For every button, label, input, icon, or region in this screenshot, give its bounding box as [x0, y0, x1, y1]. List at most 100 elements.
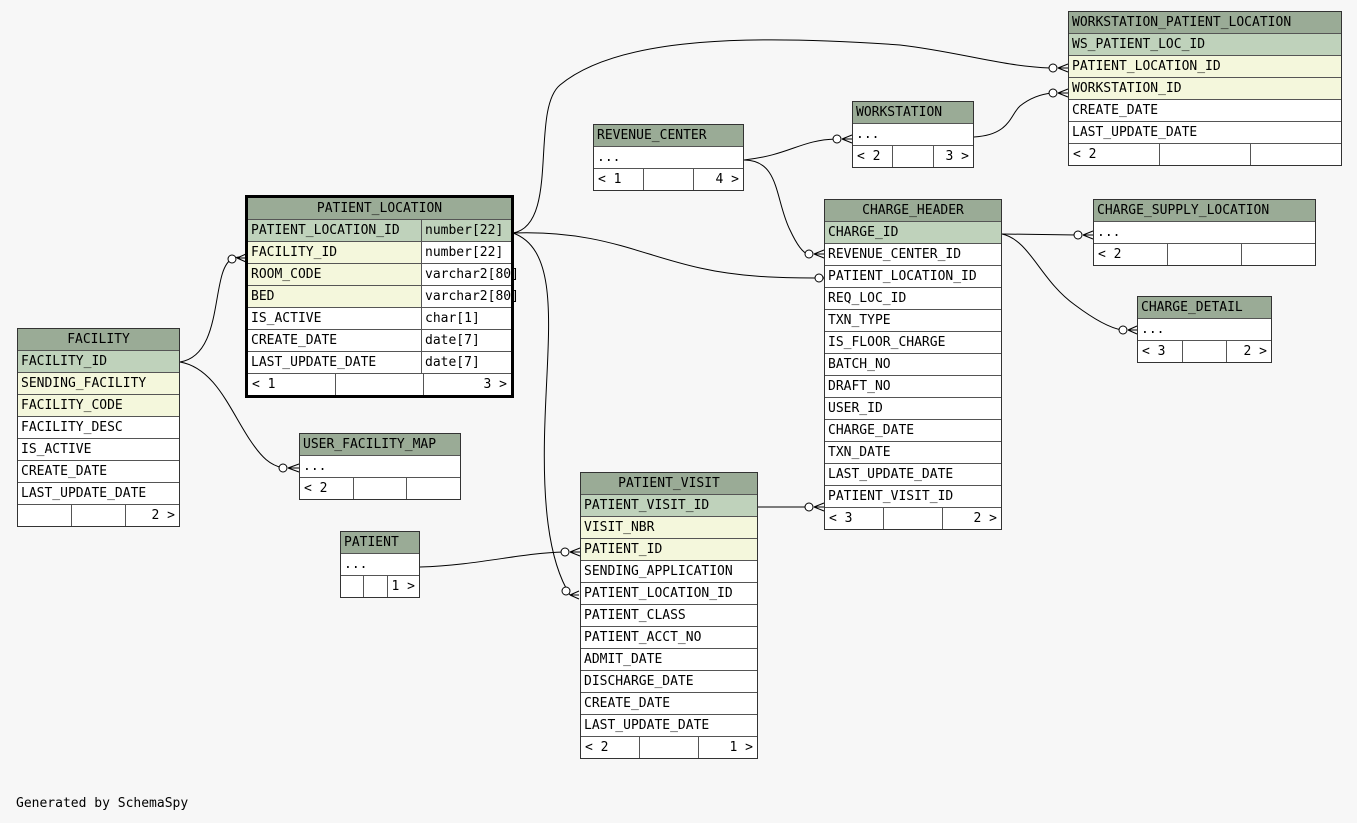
column-row[interactable]: ...: [1094, 222, 1315, 244]
column-row[interactable]: PATIENT_LOCATION_ID: [825, 266, 1001, 288]
parents-count[interactable]: < 2: [1098, 247, 1122, 262]
column-row[interactable]: PATIENT_LOCATION_ID: [1069, 56, 1341, 78]
table-header[interactable]: PATIENT_VISIT: [581, 473, 757, 495]
table-header[interactable]: CHARGE_DETAIL: [1138, 297, 1271, 319]
column-row[interactable]: IS_ACTIVE: [18, 439, 179, 461]
column-row[interactable]: FACILITY_DESC: [18, 417, 179, 439]
column-row[interactable]: CREATE_DATE: [581, 693, 757, 715]
children-count[interactable]: 1 >: [698, 737, 757, 758]
column-row[interactable]: FACILITY_ID: [18, 351, 179, 373]
column-row[interactable]: USER_ID: [825, 398, 1001, 420]
table-header[interactable]: WORKSTATION: [853, 102, 973, 124]
column-row[interactable]: CREATE_DATE: [18, 461, 179, 483]
parents-count[interactable]: < 3: [1142, 344, 1166, 359]
table-user-facility-map[interactable]: USER_FACILITY_MAP ... < 2: [299, 433, 461, 500]
table-header[interactable]: CHARGE_SUPPLY_LOCATION: [1094, 200, 1315, 222]
column-row[interactable]: CHARGE_ID: [825, 222, 1001, 244]
table-header[interactable]: REVENUE_CENTER: [594, 125, 743, 147]
table-charge-header[interactable]: CHARGE_HEADER CHARGE_ID REVENUE_CENTER_I…: [824, 199, 1002, 530]
column-row[interactable]: ...: [1138, 319, 1271, 341]
column-row[interactable]: REVENUE_CENTER_ID: [825, 244, 1001, 266]
column-row[interactable]: REQ_LOC_ID: [825, 288, 1001, 310]
column-row[interactable]: LAST_UPDATE_DATE: [1069, 122, 1341, 144]
column-row[interactable]: ...: [300, 456, 460, 478]
column-row[interactable]: WORKSTATION_ID: [1069, 78, 1341, 100]
children-count[interactable]: 1 >: [386, 576, 419, 597]
column-row[interactable]: CREATE_DATE: [1069, 100, 1341, 122]
footer-spacer: [363, 576, 386, 597]
table-header[interactable]: WORKSTATION_PATIENT_LOCATION: [1069, 12, 1341, 34]
column-row[interactable]: PATIENT_VISIT_ID: [825, 486, 1001, 508]
children-count[interactable]: [406, 478, 460, 499]
table-header[interactable]: USER_FACILITY_MAP: [300, 434, 460, 456]
edge-patient-location-to-charge-header: [512, 232, 816, 279]
column-row[interactable]: ...: [853, 124, 973, 146]
table-header[interactable]: PATIENT_LOCATION: [248, 198, 511, 220]
zero-many-marker: [1118, 325, 1128, 335]
column-row[interactable]: SENDING_FACILITY: [18, 373, 179, 395]
table-workstation[interactable]: WORKSTATION ... < 2 3 >: [852, 101, 974, 168]
column-row[interactable]: PATIENT_LOCATION_ID: [581, 583, 757, 605]
children-count[interactable]: 2 >: [125, 505, 179, 526]
children-count[interactable]: 3 >: [932, 146, 973, 167]
table-header[interactable]: FACILITY: [18, 329, 179, 351]
column-row[interactable]: LAST_UPDATE_DATE: [581, 715, 757, 737]
table-workstation-patient-location[interactable]: WORKSTATION_PATIENT_LOCATION WS_PATIENT_…: [1068, 11, 1342, 166]
column-name: SENDING_APPLICATION: [584, 564, 733, 579]
column-row[interactable]: PATIENT_ACCT_NO: [581, 627, 757, 649]
children-count[interactable]: 2 >: [942, 508, 1001, 529]
table-charge-supply-location[interactable]: CHARGE_SUPPLY_LOCATION ... < 2: [1093, 199, 1316, 266]
parents-count[interactable]: [341, 576, 363, 597]
children-count[interactable]: 2 >: [1226, 341, 1271, 362]
table-patient[interactable]: PATIENT ... 1 >: [340, 531, 420, 598]
column-row[interactable]: ...: [341, 554, 419, 576]
parents-count[interactable]: < 2: [304, 481, 328, 496]
column-row[interactable]: ...: [594, 147, 743, 169]
column-row[interactable]: TXN_TYPE: [825, 310, 1001, 332]
column-row[interactable]: PATIENT_CLASS: [581, 605, 757, 627]
parents-count[interactable]: < 2: [1073, 147, 1097, 162]
table-charge-detail[interactable]: CHARGE_DETAIL ... < 3 2 >: [1137, 296, 1272, 363]
column-name: PATIENT_LOCATION_ID: [251, 223, 400, 238]
column-name: TXN_TYPE: [828, 313, 891, 328]
column-row[interactable]: CHARGE_DATE: [825, 420, 1001, 442]
column-row[interactable]: ADMIT_DATE: [581, 649, 757, 671]
column-row[interactable]: BATCH_NO: [825, 354, 1001, 376]
parents-count[interactable]: < 3: [829, 511, 853, 526]
column-row[interactable]: LAST_UPDATE_DATE: [825, 464, 1001, 486]
parents-count[interactable]: < 1: [598, 172, 622, 187]
table-header[interactable]: PATIENT: [341, 532, 419, 554]
parents-count[interactable]: [18, 505, 71, 526]
children-count[interactable]: 3 >: [423, 374, 511, 395]
table-patient-visit[interactable]: PATIENT_VISIT PATIENT_VISIT_ID VISIT_NBR…: [580, 472, 758, 759]
children-count[interactable]: [1250, 144, 1341, 165]
table-header[interactable]: CHARGE_HEADER: [825, 200, 1001, 222]
children-count[interactable]: [1241, 244, 1315, 265]
column-row[interactable]: DISCHARGE_DATE: [581, 671, 757, 693]
column-row[interactable]: PATIENT_ID: [581, 539, 757, 561]
table-facility[interactable]: FACILITY FACILITY_ID SENDING_FACILITY FA…: [17, 328, 180, 527]
column-row[interactable]: IS_FLOOR_CHARGE: [825, 332, 1001, 354]
table-revenue-center[interactable]: REVENUE_CENTER ... < 1 4 >: [593, 124, 744, 191]
column-row[interactable]: PATIENT_VISIT_ID: [581, 495, 757, 517]
children-count[interactable]: 4 >: [693, 169, 743, 190]
column-name: BED: [251, 289, 275, 304]
column-row[interactable]: FACILITY_CODE: [18, 395, 179, 417]
column-row[interactable]: SENDING_APPLICATION: [581, 561, 757, 583]
column-row[interactable]: LAST_UPDATE_DATE: [18, 483, 179, 505]
parents-count[interactable]: < 2: [857, 149, 881, 164]
parents-count[interactable]: < 2: [585, 740, 609, 755]
column-row[interactable]: VISIT_NBR: [581, 517, 757, 539]
column-row[interactable]: DRAFT_NO: [825, 376, 1001, 398]
column-row[interactable]: WS_PATIENT_LOC_ID: [1069, 34, 1341, 56]
column-row[interactable]: TXN_DATE: [825, 442, 1001, 464]
parents-count[interactable]: < 1: [252, 377, 276, 392]
